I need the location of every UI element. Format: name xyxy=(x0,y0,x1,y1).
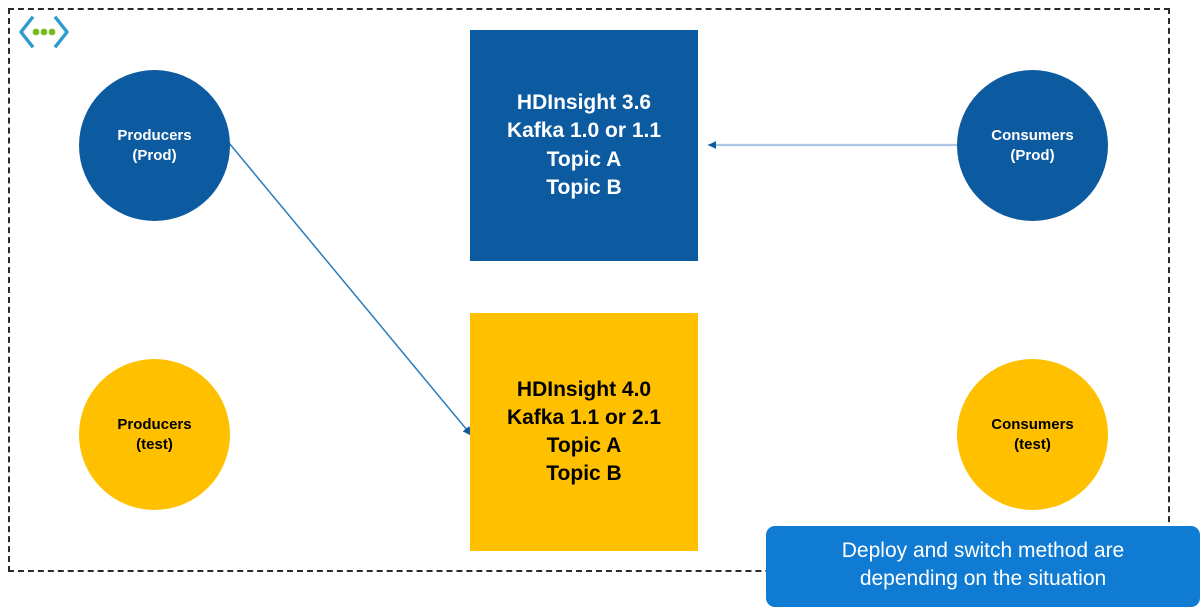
node-consumers-prod[interactable]: Consumers (Prod) xyxy=(957,70,1108,221)
node-consumers-prod-label: Consumers (Prod) xyxy=(991,126,1074,164)
node-cluster-hdinsight-40-label: HDInsight 4.0 Kafka 1.1 or 2.1 Topic A T… xyxy=(506,377,662,486)
node-producers-test[interactable]: Producers (test) xyxy=(79,359,230,510)
node-producers-prod[interactable]: Producers (Prod) xyxy=(79,70,230,221)
callout-deploy-switch-note-text: Deploy and switch method are depending o… xyxy=(841,539,1125,590)
node-cluster-hdinsight-40[interactable]: HDInsight 4.0 Kafka 1.1 or 2.1 Topic A T… xyxy=(470,313,698,551)
node-consumers-test-label: Consumers (test) xyxy=(991,415,1074,453)
node-producers-test-label: Producers (test) xyxy=(117,415,192,453)
node-consumers-test[interactable]: Consumers (test) xyxy=(957,359,1108,510)
node-cluster-hdinsight-36-label: HDInsight 3.6 Kafka 1.0 or 1.1 Topic A T… xyxy=(506,91,662,199)
code-brackets-dots-icon xyxy=(18,14,70,50)
boundary-rectangle xyxy=(8,8,1170,572)
callout-deploy-switch-note[interactable]: Deploy and switch method are depending o… xyxy=(766,526,1200,607)
node-cluster-hdinsight-36[interactable]: HDInsight 3.6 Kafka 1.0 or 1.1 Topic A T… xyxy=(470,30,698,261)
node-producers-prod-label: Producers (Prod) xyxy=(117,126,192,164)
